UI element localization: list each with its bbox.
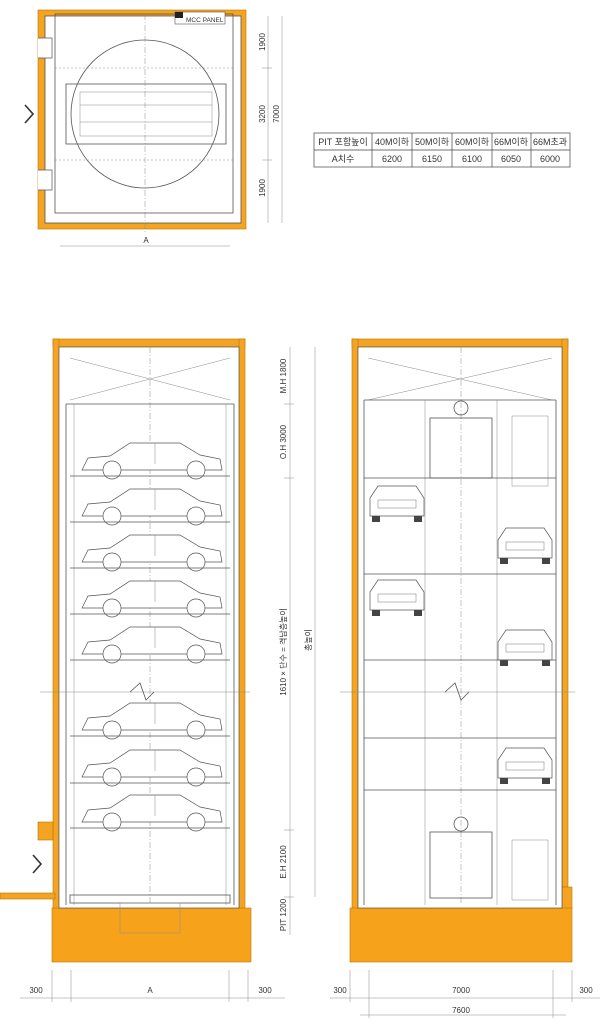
ground-slab xyxy=(0,892,56,900)
elev-dim-right: 300 xyxy=(579,986,593,995)
section-right-wall xyxy=(238,338,246,910)
plan-dim-mid: 3200 xyxy=(258,105,267,123)
car-pallet xyxy=(65,83,227,145)
side-car xyxy=(70,580,230,618)
side-car xyxy=(70,794,230,832)
dim-oh: O.H 3000 xyxy=(279,424,288,459)
elev-sheave-bottom xyxy=(453,816,469,832)
table-cell-60m: 6100 xyxy=(462,154,482,164)
table-cell-50m: 6150 xyxy=(422,154,442,164)
plan-dim-top: 1900 xyxy=(258,33,267,51)
front-car xyxy=(497,747,553,784)
dim-story-note: 1610 × 단수 = 격납층높이 xyxy=(278,608,288,696)
plan-inner-room xyxy=(44,15,242,224)
table-cell-66m-over: 6000 xyxy=(540,154,560,164)
section-roof xyxy=(52,338,246,348)
table-row-label: A치수 xyxy=(332,153,355,164)
elev-dim-left: 300 xyxy=(333,986,347,995)
plan-dim-overall: 7000 xyxy=(272,105,281,123)
table-header-1: 40M이하 xyxy=(375,137,410,147)
side-car xyxy=(70,488,230,526)
dim-mh: M.H 1800 xyxy=(279,358,288,393)
table-header-4: 66M이하 xyxy=(494,137,529,147)
section-dim-left: 300 xyxy=(29,986,43,995)
front-car xyxy=(369,579,425,616)
elev-sheave-top xyxy=(453,400,469,416)
entry-arrow-icon xyxy=(24,104,35,124)
pit-table: PIT 포함높이 40M이하 50M이하 60M이하 66M이하 66M초과 A… xyxy=(313,132,571,168)
elev-right-wall xyxy=(561,338,569,888)
plan-door-lower xyxy=(38,169,53,191)
section-dim-a: A xyxy=(147,986,153,995)
elev-dim-mid: 7000 xyxy=(452,986,470,995)
front-car xyxy=(369,485,425,522)
table-header-3: 60M이하 xyxy=(455,137,490,147)
elev-roof xyxy=(351,338,569,348)
elev-interior xyxy=(357,346,563,909)
plan-dim-bottom: 1900 xyxy=(258,179,267,197)
plan-door-upper xyxy=(38,37,53,59)
dim-pit: PIT 1200 xyxy=(279,898,288,931)
section-entry-canopy xyxy=(37,821,54,841)
side-car xyxy=(70,702,230,740)
pallet-inner xyxy=(79,91,213,137)
section-left-wall xyxy=(52,338,60,910)
front-elevation: 300 7000 300 7600 xyxy=(330,338,600,1018)
elev-left-wall xyxy=(351,338,359,910)
side-car xyxy=(70,442,230,480)
elev-lift-cage-bottom xyxy=(429,831,493,899)
front-parking-bays xyxy=(364,485,556,791)
side-parking-bays xyxy=(70,442,230,832)
side-section: M.H 1800 O.H 3000 1610 × 단수 = 격납층높이 E.H … xyxy=(0,338,316,1002)
table-cell-40m: 6200 xyxy=(382,154,402,164)
elev-counterweight-bottom xyxy=(511,839,549,901)
elev-pit xyxy=(349,907,573,963)
elev-counterweight-top xyxy=(511,415,549,487)
front-car xyxy=(497,527,553,564)
plan-steel-frame xyxy=(54,13,234,214)
side-car xyxy=(70,749,230,787)
dim-eh: E.H 2100 xyxy=(279,845,288,879)
mcc-panel-label: MCC PANEL xyxy=(186,17,224,24)
table-cell-66m: 6050 xyxy=(501,154,521,164)
section-entry-arrow-icon xyxy=(32,854,43,874)
plan-width-label: A xyxy=(143,236,149,245)
elev-dim-overall: 7600 xyxy=(452,1006,470,1015)
table-header-5: 66M초과 xyxy=(533,137,567,147)
table-header-2: 50M이하 xyxy=(415,137,450,147)
side-car xyxy=(70,626,230,664)
section-pit xyxy=(51,907,252,963)
dim-total-height: 총높이 xyxy=(303,629,313,651)
plan-view: MCC PANEL 1900 3200 1900 7000 A xyxy=(24,9,283,247)
side-car xyxy=(70,534,230,572)
table-header-0: PIT 포함높이 xyxy=(318,137,367,147)
section-dim-right: 300 xyxy=(258,986,272,995)
